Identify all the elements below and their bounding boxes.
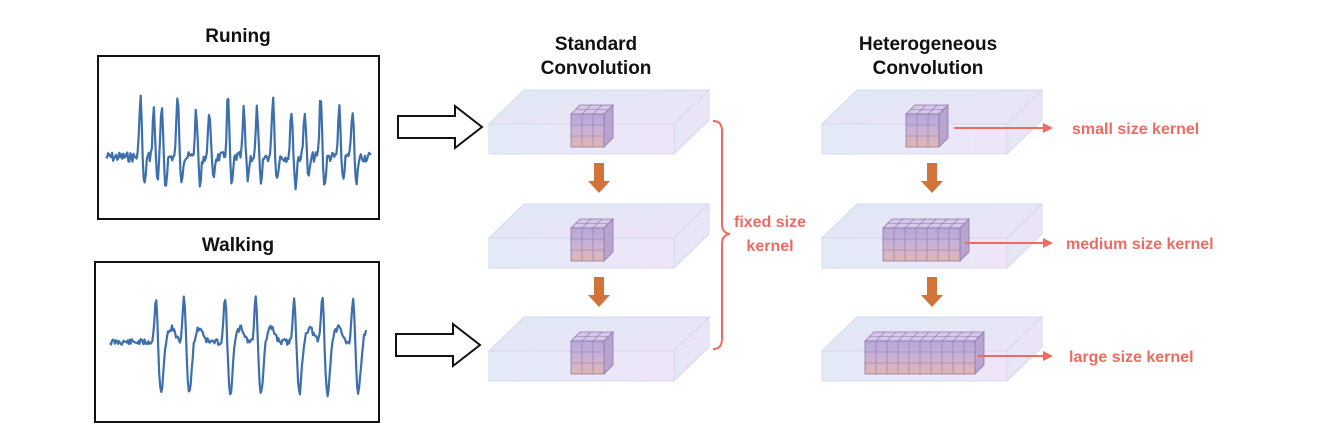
medium-kernel-annotation: medium size kernel xyxy=(965,236,1214,253)
hetero-kernel-large xyxy=(864,331,985,375)
standard-kernel-3 xyxy=(570,331,614,375)
standard-down-arrow-2 xyxy=(588,277,610,307)
running-signal-waveform xyxy=(105,94,372,191)
fixed-size-label-line1: fixed size xyxy=(734,214,806,231)
running-input-arrow xyxy=(397,103,484,151)
walking-signal-waveform xyxy=(109,295,368,398)
large-kernel-annotation: large size kernel xyxy=(978,349,1194,366)
walking-input-arrow xyxy=(395,321,482,369)
standard-down-arrow-1 xyxy=(588,163,610,193)
standard-kernel-1 xyxy=(570,104,614,148)
hetero-title-line1: Heterogeneous xyxy=(859,34,997,55)
small-kernel-annotation: small size kernel xyxy=(954,121,1199,138)
hetero-title-line2: Convolution xyxy=(873,58,984,79)
walking-title: Walking xyxy=(202,235,274,256)
small-kernel-label: small size kernel xyxy=(1072,121,1199,138)
standard-layer-2 xyxy=(487,202,711,270)
standard-title-line1: Standard xyxy=(555,34,637,55)
running-title: Runing xyxy=(205,26,270,47)
hetero-down-arrow-2 xyxy=(921,277,943,307)
hetero-kernel-medium xyxy=(882,218,970,262)
large-kernel-label: large size kernel xyxy=(1069,349,1194,366)
hetero-kernel-small xyxy=(905,104,949,148)
fixed-size-label-line2: kernel xyxy=(746,238,793,255)
fixed-size-brace xyxy=(712,120,731,350)
hetero-down-arrow-1 xyxy=(921,163,943,193)
standard-kernel-2 xyxy=(570,218,614,262)
medium-kernel-label: medium size kernel xyxy=(1066,236,1214,253)
standard-title-line2: Convolution xyxy=(541,58,652,79)
running-signal-box xyxy=(97,55,380,220)
